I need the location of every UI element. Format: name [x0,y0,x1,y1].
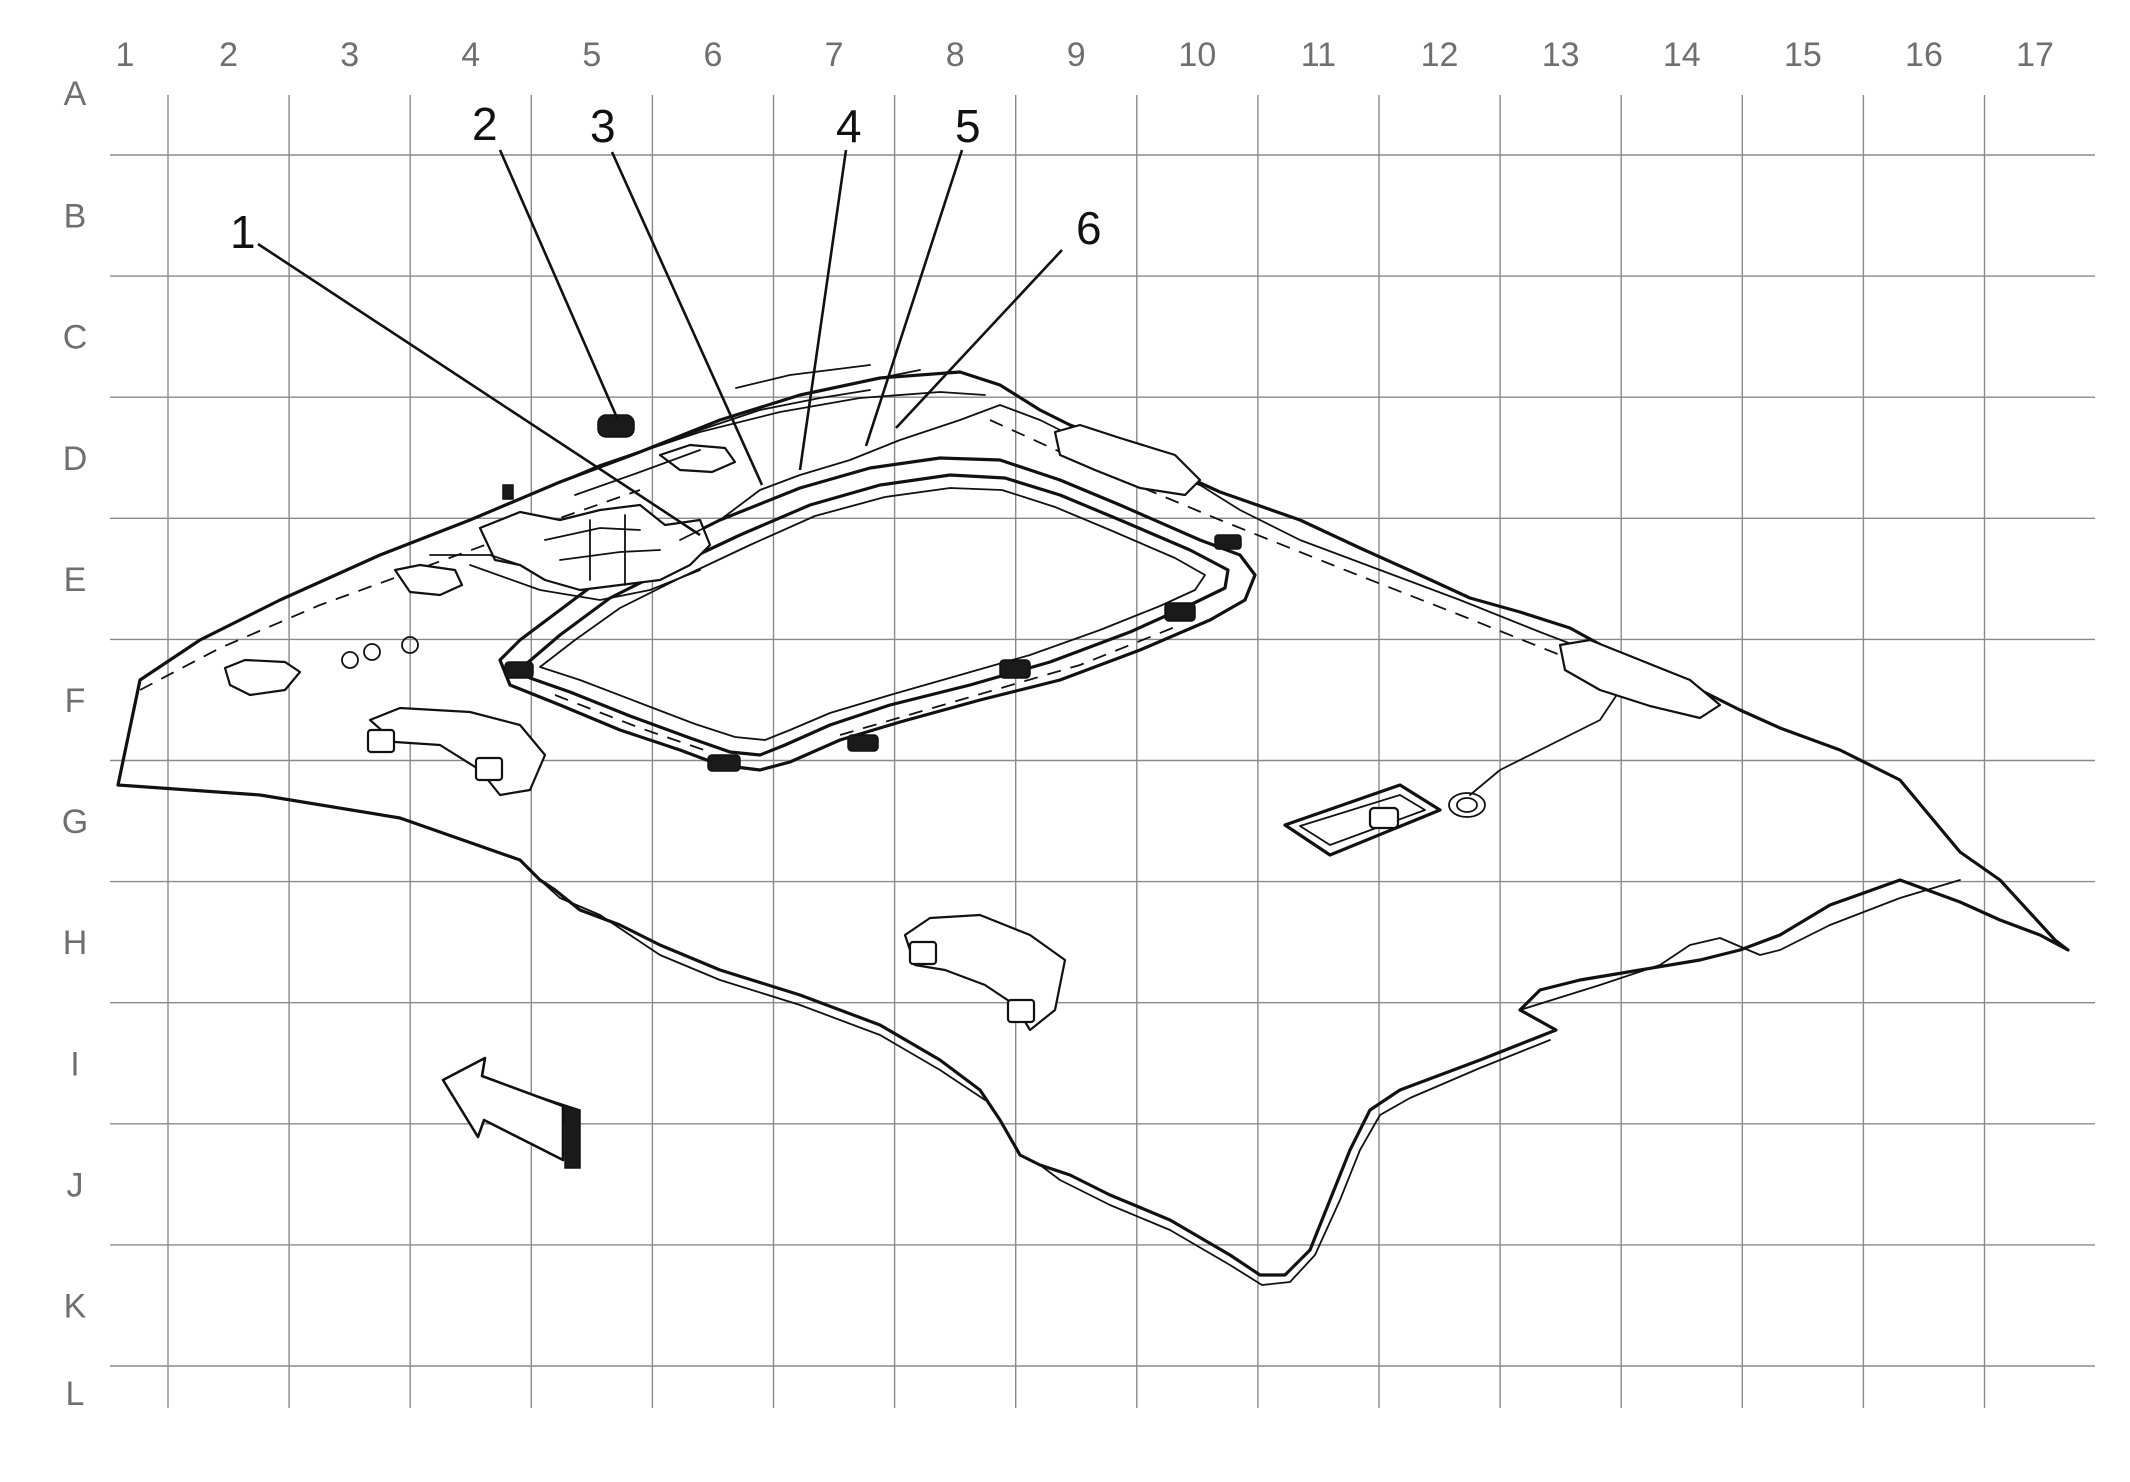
callout-leaders [257,149,1063,537]
grid-row-label: K [64,1287,87,1325]
grid-column-label: 5 [582,36,601,74]
grid-column-label: 17 [2016,36,2054,74]
callout-1-label: 1 [230,206,256,258]
callout-2-leader [498,149,620,421]
grid-column-label: 12 [1421,36,1459,74]
grid-row-label: E [64,561,87,599]
grid-column-label: 15 [1784,36,1822,74]
grid-column-label: 4 [461,36,480,74]
callout-1-leader [257,242,701,537]
grid-column-label: 9 [1067,36,1086,74]
front-direction-arrow-icon [441,1056,581,1169]
grid-row-label: B [64,198,87,236]
grid-row-label: H [63,924,88,962]
callout-5-label: 5 [955,100,981,152]
grid-row-label: C [63,319,88,357]
callout-6-label: 6 [1076,202,1102,254]
grid-row-label: D [63,440,88,478]
grid-column-label: 7 [825,36,844,74]
callout-4-leader [798,149,848,471]
grid-column-label: 3 [340,36,359,74]
callout-labels: 1 2 3 4 5 6 [230,98,1102,258]
headliner-panel [116,364,2070,1286]
grid-lines [110,95,2095,1408]
grid-column-label: 11 [1301,36,1336,74]
grid-column-label: 10 [1178,36,1216,74]
grid-row-label: A [64,75,87,113]
grid-row-label: I [70,1045,79,1083]
grid-column-label: 16 [1905,36,1943,74]
grid-row-label: G [62,803,88,841]
grid-column-label: 13 [1542,36,1580,74]
grid-column-label: 14 [1663,36,1701,74]
callout-3-label: 3 [590,100,616,152]
grid-row-label: F [65,682,86,720]
grid-column-label: 8 [946,36,965,74]
grid-column-label: 2 [219,36,238,74]
grid-column-label: 6 [703,36,722,74]
callout-6-leader [895,249,1063,429]
grid-row-label: J [67,1166,84,1204]
grid-column-label: 1 [116,36,135,74]
callout-5-leader [864,149,964,447]
callout-2-label: 2 [472,98,498,150]
grid-row-label: L [66,1375,85,1413]
callout-4-label: 4 [836,100,862,152]
callout-3-leader [610,151,764,486]
